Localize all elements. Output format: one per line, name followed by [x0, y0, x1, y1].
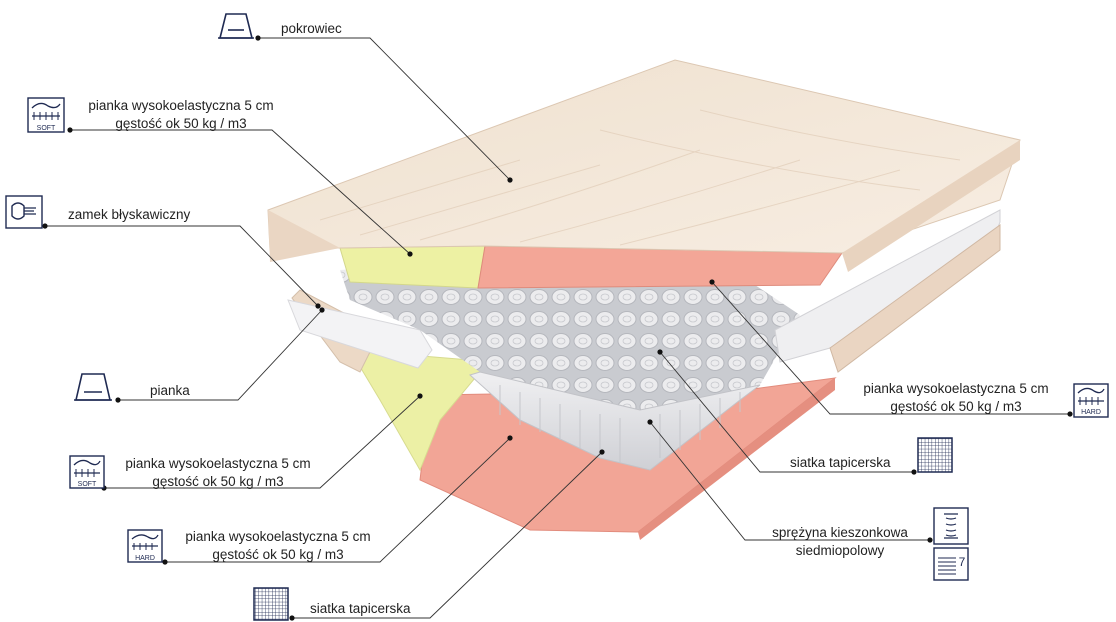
label-top-foam-right-line2: gęstość ok 50 kg / m3 [890, 399, 1022, 414]
label-top-foam-left: pianka wysokoelastyczna 5 cm gęstość ok … [76, 97, 286, 133]
bottom-hard-foam-edge [638, 378, 835, 540]
label-cover-text: pokrowiec [281, 21, 342, 36]
label-top-foam-left-line1: pianka wysokoelastyczna 5 cm [88, 98, 274, 113]
label-bottom-soft-foam-line2: gęstość ok 50 kg / m3 [152, 474, 284, 489]
label-bottom-soft-foam: pianka wysokoelastyczna 5 cm gęstość ok … [112, 455, 324, 491]
label-pocket-spring-line1: sprężyna kieszonkowa [772, 525, 908, 540]
label-mesh-right: siatka tapicerska [790, 454, 891, 472]
label-top-foam-right-line1: pianka wysokoelastyczna 5 cm [863, 381, 1049, 396]
soft-badge-text-top: SOFT [37, 125, 56, 132]
label-cover: pokrowiec [281, 20, 342, 38]
cover-icon [218, 13, 254, 39]
cover-right-edge [842, 140, 1020, 272]
label-mesh-bottom-text: siatka tapicerska [310, 601, 411, 616]
cover-texture [319, 109, 961, 246]
zipper-icon [5, 195, 43, 229]
label-pocket-spring: sprężyna kieszonkowa siedmiopolowy [760, 524, 920, 560]
label-mesh-bottom: siatka tapicerska [310, 600, 411, 618]
leader-dots [42, 35, 1073, 621]
hard-foam-icon-right: HARD [1073, 383, 1109, 418]
mattress-illustration [267, 59, 1021, 540]
label-bottom-hard-foam-line2: gęstość ok 50 kg / m3 [212, 547, 344, 562]
mesh-icon-right [917, 437, 953, 473]
hard-badge-text-right: HARD [1081, 409, 1101, 416]
cover-side [268, 210, 340, 262]
pocket-spring-icon [933, 507, 969, 545]
label-foam: pianka [150, 382, 190, 400]
label-top-foam-left-line2: gęstość ok 50 kg / m3 [115, 116, 247, 131]
zipper-strip-left [287, 299, 433, 369]
zones-number: 7 [959, 555, 966, 569]
side-cover-right [829, 224, 1001, 373]
label-zipper-text: zamek błyskawiczny [68, 207, 191, 222]
pocket-spring-front [469, 371, 761, 471]
label-bottom-hard-foam: pianka wysokoelastyczna 5 cm gęstość ok … [172, 528, 384, 564]
label-foam-text: pianka [150, 383, 190, 398]
pocket-spring-top [340, 258, 800, 410]
soft-foam-icon: SOFT [27, 97, 65, 133]
top-soft-foam [339, 245, 486, 289]
mesh-icon-bottom [253, 587, 289, 621]
label-top-foam-right: pianka wysokoelastyczna 5 cm gęstość ok … [848, 380, 1064, 416]
soft-foam-icon-lower: SOFT [69, 455, 105, 489]
label-bottom-hard-foam-line1: pianka wysokoelastyczna 5 cm [185, 529, 371, 544]
seven-zone-icon: 7 [933, 547, 969, 581]
label-bottom-soft-foam-line1: pianka wysokoelastyczna 5 cm [125, 456, 311, 471]
foam-icon [74, 373, 112, 401]
label-pocket-spring-line2: siedmiopolowy [795, 543, 885, 558]
label-mesh-right-text: siatka tapicerska [790, 455, 891, 470]
soft-badge-text-bottom: SOFT [78, 481, 97, 488]
label-zipper: zamek błyskawiczny [68, 206, 190, 224]
hard-foam-icon-lower: HARD [127, 529, 163, 563]
leader-lines [45, 37, 1070, 619]
spring-front-lines [499, 385, 741, 462]
hard-badge-text-bottom: HARD [135, 555, 155, 562]
